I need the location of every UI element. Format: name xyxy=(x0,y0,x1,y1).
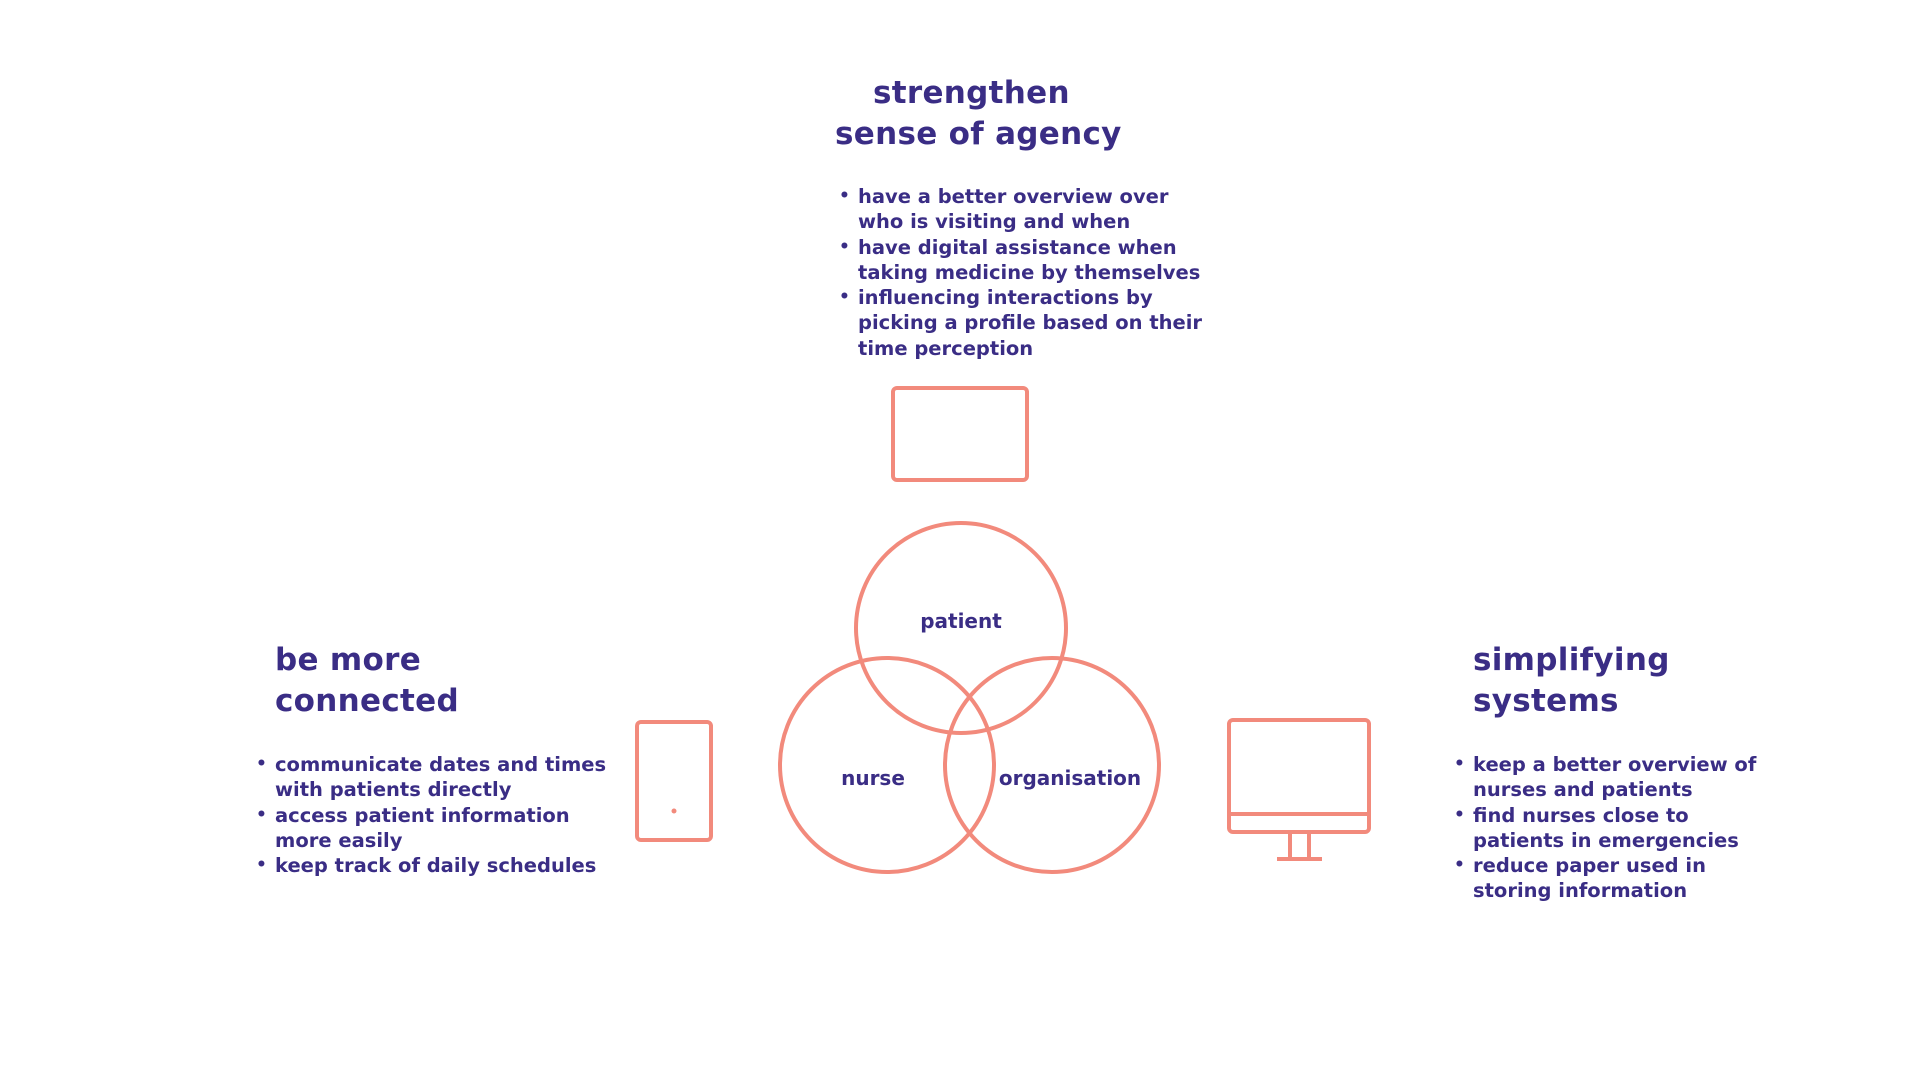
left-heading: be more connected xyxy=(275,640,459,722)
top-goal-item: have digital assistance when taking medi… xyxy=(839,235,1202,286)
left-heading-line-2: connected xyxy=(275,683,459,719)
right-heading-line-2: systems xyxy=(1473,683,1619,719)
top-goal-list: have a better overview over who is visit… xyxy=(839,184,1203,361)
left-goal-item-1-line-1: communicate dates and times xyxy=(275,753,607,776)
left-goal-item: access patient information more easily xyxy=(256,803,606,854)
right-goal-item-2-line-1: find nurses close to xyxy=(1473,803,1689,827)
top-goal-item-2-line-1: have digital assistance when xyxy=(858,235,1177,259)
left-goal-list: communicate dates and times with patient… xyxy=(256,752,607,879)
right-heading: simplifying systems xyxy=(1473,640,1670,722)
top-heading: strengthen sense of agency xyxy=(835,73,1122,155)
top-goal-item-3-line-1: influencing interactions by xyxy=(858,286,1153,310)
top-goal-item-3-line-2: picking a profile based on their xyxy=(858,311,1203,335)
right-goal-item-2-line-2: patients in emergencies xyxy=(1473,828,1739,852)
right-goal-list: keep a better overview of nurses and pat… xyxy=(1454,752,1757,904)
right-goal-item-3-line-2: storing information xyxy=(1473,879,1688,903)
top-goal-item-2-line-2: taking medicine by themselves xyxy=(858,260,1201,284)
right-goal-item-3-line-1: reduce paper used in xyxy=(1473,854,1706,878)
left-goal-item-2-line-2: more easily xyxy=(275,828,403,852)
tablet-icon xyxy=(891,386,1029,482)
venn-circle-nurse xyxy=(778,656,996,874)
top-goal-item: influencing interactions by picking a pr… xyxy=(839,285,1203,361)
venn-label-nurse: nurse xyxy=(841,766,905,790)
phone-icon xyxy=(635,720,713,842)
top-goal-item-1-line-1: have a better overview over xyxy=(858,185,1169,208)
venn-label-organisation: organisation xyxy=(999,766,1141,790)
left-goal-item-2-line-1: access patient information xyxy=(275,803,570,827)
right-goal-item-1-line-2: nurses and patients xyxy=(1473,778,1693,802)
right-goal-item-1-line-1: keep a better overview of xyxy=(1473,753,1757,776)
left-goal-item-3-line-1: keep track of daily schedules xyxy=(275,854,597,878)
right-goal-item: find nurses close to patients in emergen… xyxy=(1454,803,1756,854)
venn-circle-patient xyxy=(854,521,1068,735)
right-goal-item: keep a better overview of nurses and pat… xyxy=(1454,752,1757,803)
top-goal-item-1-line-2: who is visiting and when xyxy=(858,210,1131,234)
monitor-icon xyxy=(1227,718,1371,861)
venn-circle-organisation xyxy=(943,656,1161,874)
left-goal-item-1-line-2: with patients directly xyxy=(275,778,512,802)
left-goal-item: communicate dates and times with patient… xyxy=(256,752,607,803)
top-goal-item: have a better overview over who is visit… xyxy=(839,184,1202,235)
left-goal-item: keep track of daily schedules xyxy=(256,853,606,879)
top-goal-item-3-line-3: time perception xyxy=(858,336,1034,360)
right-goal-item: reduce paper used in storing information xyxy=(1454,853,1756,904)
left-heading-line-1: be more xyxy=(275,642,422,678)
top-heading-line-2: sense of agency xyxy=(835,116,1122,152)
venn-label-patient: patient xyxy=(920,609,1002,633)
right-heading-line-1: simplifying xyxy=(1473,642,1670,678)
top-heading-line-1: strengthen xyxy=(873,75,1070,111)
